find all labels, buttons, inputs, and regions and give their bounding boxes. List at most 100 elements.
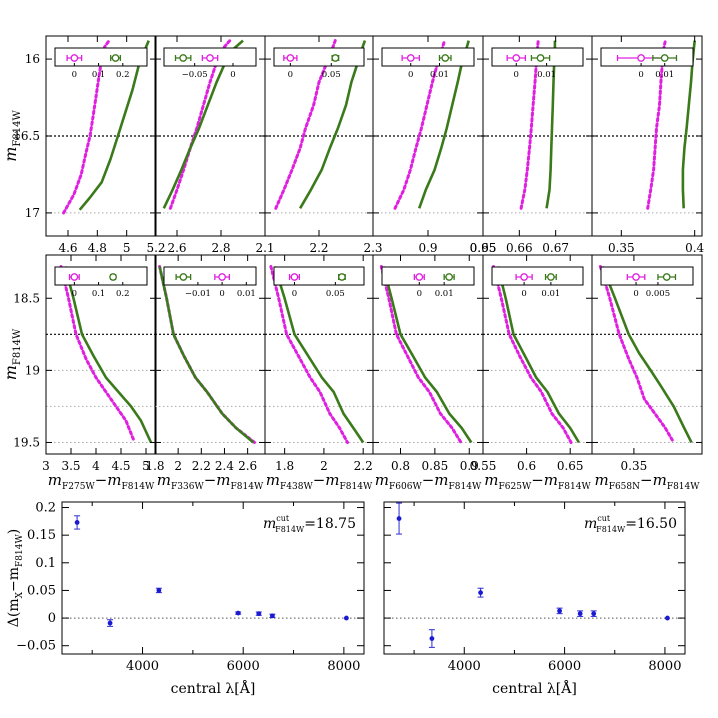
x-axis-title-sub: F438W — [280, 482, 313, 492]
annotation-m: m — [584, 516, 597, 532]
x-tick-label: 2 — [320, 459, 328, 473]
x-tick-label: 0.35 — [608, 241, 635, 255]
x-tick-label: 2.2 — [192, 459, 211, 473]
inset-tick-label: 0 — [292, 289, 297, 299]
inset-point — [520, 273, 528, 281]
y-title-minus: −m — [6, 567, 22, 592]
inset-point — [406, 54, 415, 62]
y-axis-title: mF814W — [1, 110, 23, 162]
y-tick-label: 0.2 — [35, 501, 56, 516]
x-tick-label: 3.5 — [61, 459, 80, 473]
inset-tick-label: 0 — [521, 289, 526, 299]
series-line-magenta — [492, 265, 573, 444]
inset-tick-label: −0.01 — [185, 289, 211, 299]
inset-tick-label: 0.01 — [537, 70, 556, 80]
panel-frame — [61, 501, 365, 655]
x-axis-title-m: m — [107, 471, 121, 489]
inset-point — [441, 54, 450, 62]
x-tick-label: 0.85 — [422, 459, 449, 473]
x-axis-title-minus: − — [204, 471, 217, 489]
x-tick-label: 0.6 — [517, 459, 536, 473]
inset-tick-label: 0.01 — [435, 289, 454, 299]
data-point — [396, 516, 402, 521]
x-axis-title-sub: F814W — [231, 482, 264, 492]
inset-point — [111, 54, 120, 62]
data-point — [429, 636, 435, 641]
x-tick-label: 2.6 — [167, 241, 186, 255]
data-point — [478, 590, 483, 596]
series-line-magenta — [269, 265, 349, 444]
y-axis-title: mF814W — [1, 328, 23, 380]
inset-tick-label: 0.05 — [326, 289, 345, 299]
x-axis-title: mF606W−mF814W — [375, 471, 482, 492]
x-tick-label: 1.8 — [275, 459, 294, 473]
x-tick-label: 8000 — [327, 659, 360, 674]
inset-frame — [381, 47, 475, 67]
x-tick-label: 2.3 — [363, 241, 382, 255]
inset-point — [70, 54, 79, 62]
annotation-value: =18.75 — [304, 516, 356, 532]
inset-tick-label: 0.2 — [116, 289, 130, 299]
inset-point — [179, 54, 188, 62]
inset-frame — [600, 266, 694, 286]
x-axis-title-m: m — [653, 471, 667, 489]
inset-tick-label: 0 — [417, 289, 422, 299]
inset-frame — [381, 266, 475, 286]
x-tick-label: 0.65 — [557, 459, 584, 473]
annotation-sup: cut — [276, 514, 290, 523]
data-point — [107, 620, 113, 626]
x-tick-label: 4.6 — [58, 241, 77, 255]
inset-point — [632, 273, 640, 281]
y-title-delta: Δ(m — [6, 598, 22, 627]
panel-frame — [45, 254, 157, 455]
series-line-green — [63, 266, 153, 444]
y-tick-label: 19 — [25, 363, 40, 377]
series-line-green — [601, 266, 693, 444]
x-tick-label: 2.2 — [309, 241, 328, 255]
x-tick-label: 0.4 — [685, 241, 704, 255]
x-tick-label: 0.55 — [470, 459, 497, 473]
inset-tick-label: 0 — [230, 70, 235, 80]
annotation-sub: F814W — [596, 525, 626, 534]
y-tick-label: 0.05 — [27, 583, 56, 598]
inset-frame — [163, 266, 257, 286]
x-axis-title-sub: F275W — [62, 482, 95, 492]
x-axis-title: mF438W−mF814W — [266, 471, 373, 492]
x-tick-label: 5 — [142, 459, 150, 473]
y-axis-title-sub: F814W — [12, 328, 23, 365]
series-line-green — [382, 266, 473, 444]
x-axis-title-m: m — [325, 471, 339, 489]
x-axis-title-m: m — [434, 471, 448, 489]
inset-point — [70, 273, 79, 281]
x-tick-label: 2.1 — [255, 241, 274, 255]
x-tick-label: 4 — [92, 459, 100, 473]
x-axis-title-minus: − — [640, 471, 653, 489]
y-axis-title-m: m — [1, 147, 20, 162]
inset-point — [445, 273, 453, 281]
series-line-green — [158, 266, 255, 444]
x-tick-label: 1.8 — [145, 459, 164, 473]
y-tick-label: 0.15 — [27, 528, 56, 543]
y-tick-label: 16.5 — [13, 129, 40, 143]
y-tick-label: 18.5 — [13, 291, 40, 305]
x-axis-title-minus: − — [531, 471, 544, 489]
x-tick-label: 0.95 — [470, 241, 497, 255]
y-title-close: ) — [6, 529, 22, 534]
x-axis-title: mF336W−mF814W — [157, 471, 264, 492]
inset-frame — [273, 266, 365, 286]
inset-point — [547, 273, 555, 281]
x-tick-label: 4.8 — [88, 241, 107, 255]
panel-frame — [591, 254, 703, 455]
x-tick-label: 0.8 — [391, 459, 410, 473]
x-tick-label: 2.4 — [215, 459, 234, 473]
